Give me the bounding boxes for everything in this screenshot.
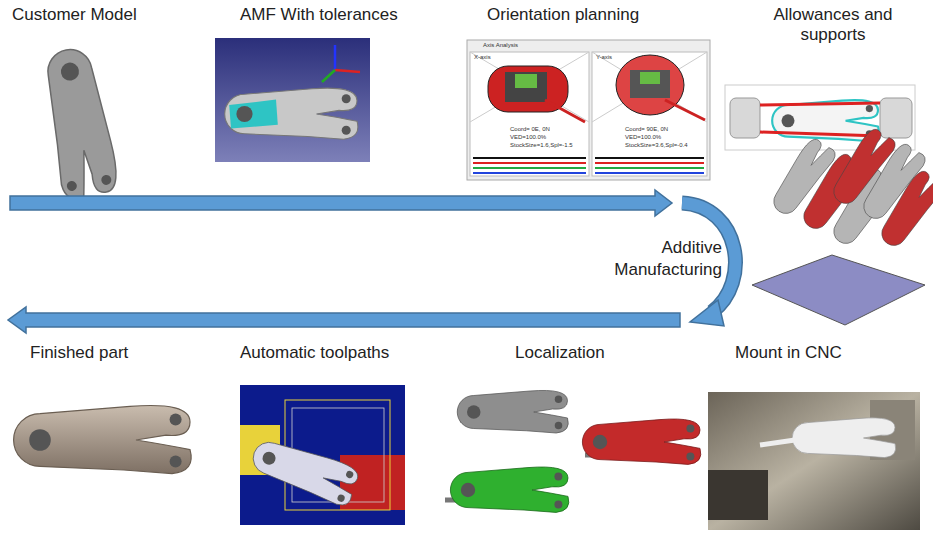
drawing-shape	[730, 98, 760, 138]
drawing-shape	[792, 418, 896, 458]
drawing-shape	[708, 392, 920, 530]
drawing-shape	[640, 72, 660, 84]
stage-title: Automatic toolpaths	[240, 343, 440, 363]
drawing-shape	[39, 45, 121, 201]
drawing-shape	[46, 59, 112, 192]
drawing-shape	[505, 72, 547, 102]
drawing-shape	[752, 255, 925, 325]
stage-label: Localization	[515, 343, 685, 363]
localization-view	[445, 390, 701, 512]
drawing-shape	[473, 167, 586, 169]
stage-title: Finished part	[30, 343, 200, 363]
drawing-shape	[582, 419, 700, 464]
drawing-shape	[874, 168, 933, 253]
drawing-shape	[247, 433, 361, 508]
screenshot-text: StockSize=3.6,Spl=-0.4	[625, 142, 688, 149]
screenshot-text: StockSize=1.6,Spl=-1.5	[510, 142, 573, 149]
drawing-shape	[240, 385, 405, 525]
drawing-shape	[592, 52, 707, 122]
drawing-shape	[593, 424, 695, 460]
drawing-shape	[470, 52, 589, 176]
drawing-shape	[682, 203, 735, 312]
stage-title: Customer Model	[12, 5, 182, 25]
orientation-screenshot	[467, 40, 710, 180]
drawing-shape	[665, 100, 705, 120]
drawing-shape	[595, 157, 704, 159]
drawing-shape	[335, 70, 360, 72]
drawing-shape	[215, 38, 370, 162]
amf-view	[215, 38, 370, 162]
drawing-shape	[457, 390, 568, 433]
stage-label: Finished part	[30, 343, 200, 363]
drawing-shape	[760, 132, 880, 136]
screenshot-text: Coord= 0E, 0N	[510, 126, 550, 133]
drawing-shape	[630, 70, 670, 98]
customer-model-part	[39, 45, 121, 201]
stage-label: Customer Model	[12, 5, 182, 25]
drawing-shape	[461, 472, 563, 508]
toolpath-view	[240, 385, 405, 525]
stage-label: AMF With tolerances	[240, 5, 440, 25]
stage-title: AMF With tolerances	[240, 5, 440, 25]
drawing-shape	[595, 162, 704, 164]
drawing-shape	[792, 418, 896, 458]
drawing-shape	[880, 98, 912, 138]
build-plate	[752, 126, 933, 325]
process-arrows	[8, 190, 735, 333]
drawing-shape	[467, 396, 562, 430]
drawing-shape	[545, 100, 585, 122]
screenshot-text: VED=100.0%	[510, 134, 546, 141]
drawing-shape	[457, 390, 568, 433]
drawing-shape	[470, 52, 589, 122]
drawing-shape	[595, 167, 704, 169]
screenshot-text: Axis Analysis	[483, 42, 518, 49]
drawing-shape	[225, 88, 358, 139]
drawing-shape	[450, 467, 568, 512]
drawing-shape	[322, 70, 335, 82]
drawing-shape	[450, 467, 568, 512]
drawing-shape	[592, 52, 707, 176]
drawing-shape	[690, 300, 724, 326]
cnc-photo	[708, 392, 920, 530]
drawing-shape	[257, 441, 354, 503]
drawing-shape	[247, 433, 361, 508]
drawing-shape	[760, 103, 880, 105]
stage-title: Orientation planning	[487, 5, 687, 25]
drawing-shape	[8, 307, 680, 333]
stage-title: Localization	[515, 343, 685, 363]
screenshot-text: X-axis	[474, 54, 491, 61]
drawing-shape	[14, 405, 192, 473]
stage-title: Allowances and supports	[768, 5, 898, 45]
stage-label: Orientation planning	[487, 5, 687, 25]
stage-title: Mount in CNC	[735, 343, 915, 363]
drawing-shape	[473, 162, 586, 164]
stage-label: Allowances and supports	[768, 5, 898, 45]
drawing-shape	[582, 419, 700, 464]
stage-label: Mount in CNC	[735, 343, 915, 363]
drawing-shape	[334, 45, 337, 70]
drawing-shape	[708, 470, 768, 520]
finished-part	[14, 405, 192, 473]
drawing-shape	[760, 440, 795, 445]
drawing-shape	[467, 40, 710, 180]
drawing-shape	[473, 157, 586, 159]
drawing-shape	[225, 88, 358, 139]
drawing-shape	[682, 203, 735, 312]
drawing-shape	[592, 52, 707, 122]
arrow-label: Additive Manufacturing	[600, 237, 722, 281]
stage-label: Automatic toolpaths	[240, 343, 440, 363]
screenshot-text: VED=100.0%	[625, 134, 661, 141]
drawing-shape	[236, 94, 350, 135]
drawing-shape	[470, 52, 589, 122]
drawing-shape	[595, 172, 704, 174]
drawing-shape	[874, 168, 933, 253]
drawing-shape	[473, 172, 586, 174]
drawing-shape	[29, 414, 181, 468]
screenshot-text: Y-axis	[596, 54, 612, 61]
screenshot-text: Coord= 90E, 0N	[625, 126, 668, 133]
drawing-shape	[10, 190, 672, 216]
drawing-shape	[515, 74, 537, 88]
